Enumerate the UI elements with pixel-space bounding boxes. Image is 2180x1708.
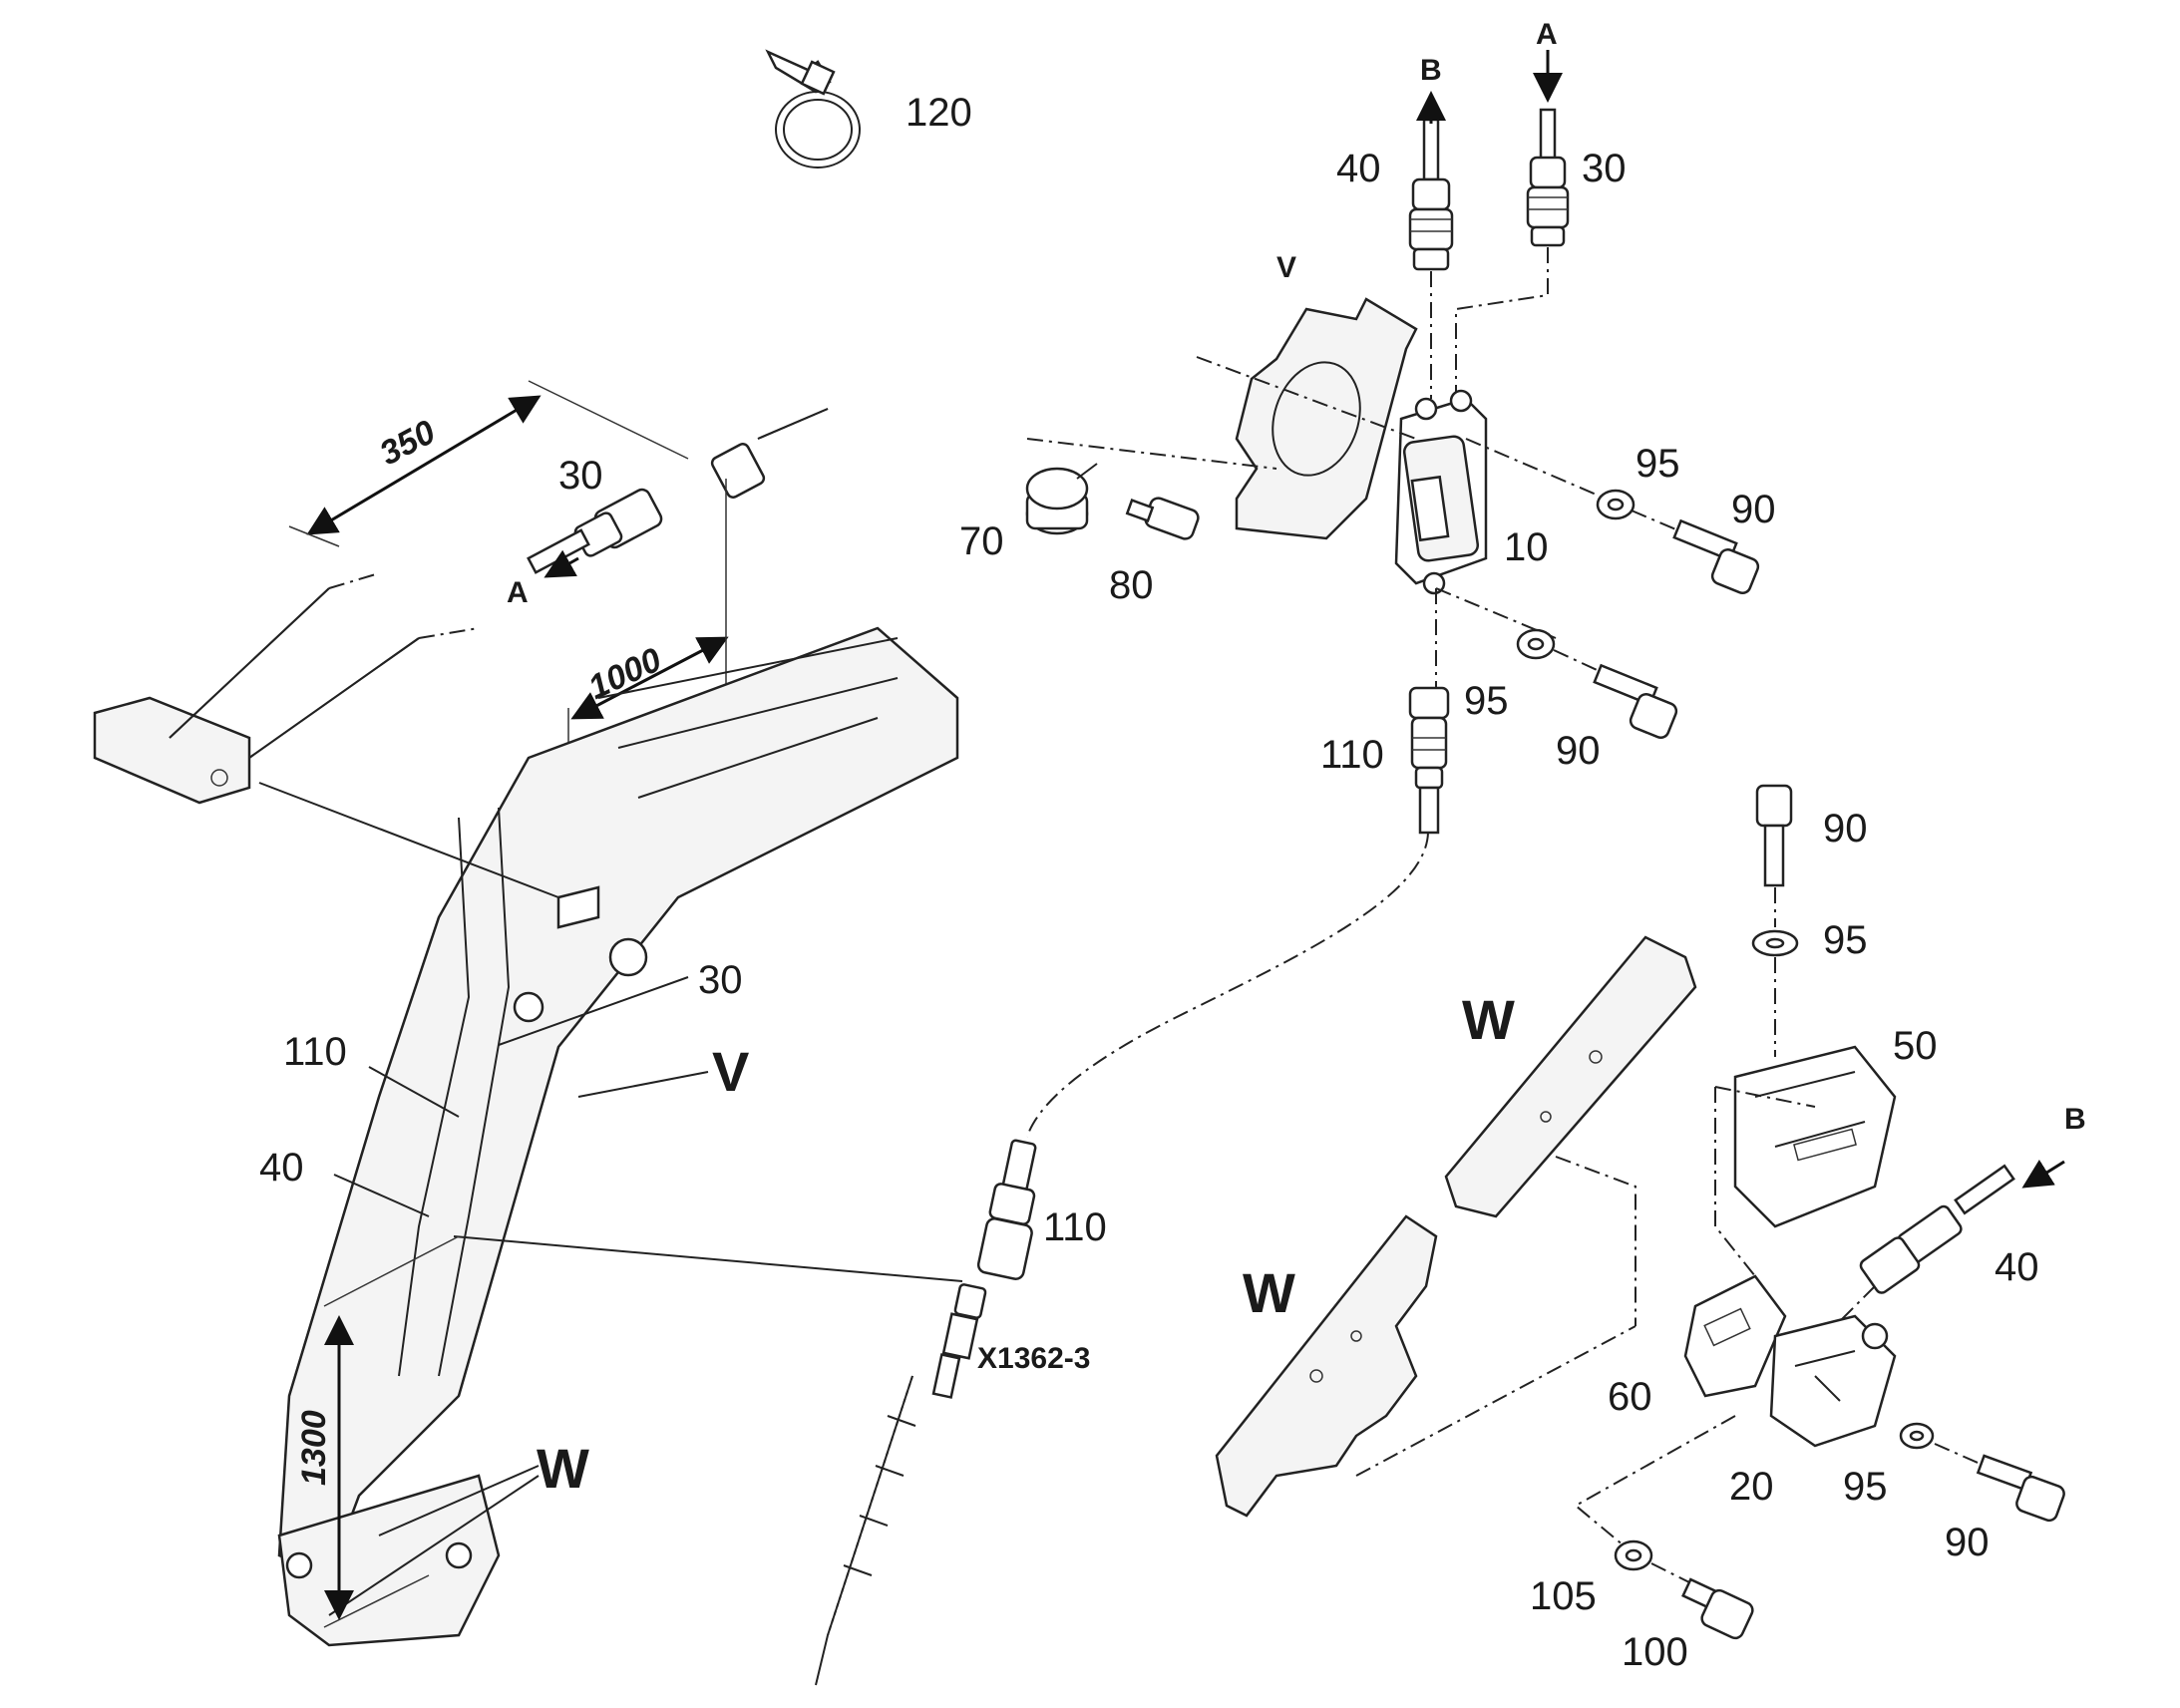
connector-30-left [527, 488, 663, 574]
dimension-1300: 1300 [295, 1410, 333, 1486]
sensor-20 [1769, 1314, 1897, 1448]
label-90-b: 90 [1556, 729, 1601, 773]
label-40-right: 40 [1995, 1245, 2039, 1289]
arrow-a-left-label: A [507, 576, 529, 609]
washer-95-c [1751, 929, 1799, 957]
view-v-small-label: V [1276, 251, 1296, 284]
corrugated-cable [815, 1375, 916, 1686]
control-box-10 [1394, 389, 1488, 595]
clip-70 [1025, 463, 1098, 535]
label-95-a: 95 [1635, 442, 1680, 486]
label-90-c: 90 [1823, 807, 1868, 851]
label-40-boom: 40 [259, 1146, 304, 1190]
washer-95-a [1596, 489, 1635, 520]
label-80: 80 [1109, 563, 1154, 607]
spring-assembly [169, 572, 480, 759]
arrow-b-right-label: B [2064, 1103, 2086, 1136]
label-110-a: 110 [1320, 733, 1384, 777]
label-95-d: 95 [1843, 1465, 1888, 1509]
label-95-b: 95 [1464, 679, 1509, 723]
connector-110-b [976, 1139, 1037, 1280]
view-w-left-label: W [1243, 1261, 1295, 1324]
dimension-1000: 1000 [582, 641, 667, 707]
label-30-boom: 30 [698, 958, 743, 1002]
label-95-c: 95 [1823, 918, 1868, 962]
screw-90-c [1755, 784, 1793, 887]
label-70: 70 [959, 519, 1004, 563]
plate-w-lower [1215, 1214, 1438, 1518]
connector-110-a [1408, 686, 1450, 835]
label-20: 20 [1729, 1465, 1774, 1509]
arrow-a-top-label: A [1536, 18, 1558, 51]
view-w-top-label: W [1462, 988, 1515, 1051]
cable-tie-120 [765, 49, 861, 169]
label-30-top: 30 [1582, 147, 1627, 190]
label-50: 50 [1893, 1024, 1938, 1068]
screw-90-a [1672, 518, 1760, 595]
washer-95-b [1516, 628, 1556, 660]
label-40-top: 40 [1336, 147, 1381, 190]
connector-x1362-3 [931, 1283, 987, 1399]
label-100: 100 [1622, 1630, 1688, 1674]
connector-x1362-3-label: X1362-3 [977, 1342, 1090, 1375]
label-30-left: 30 [558, 454, 603, 498]
connector-40-right [1859, 1164, 2015, 1294]
bracket-50 [1733, 1045, 1897, 1228]
washer-95-d [1899, 1422, 1935, 1450]
mounting-plate-v [1235, 297, 1418, 540]
sensor-block [93, 696, 251, 805]
label-120: 120 [906, 91, 972, 135]
screw-100 [1681, 1577, 1754, 1640]
connector-30-top [1526, 108, 1570, 247]
label-105: 105 [1530, 1574, 1597, 1618]
label-110-b: 110 [1043, 1205, 1107, 1249]
connector-mating-left [710, 408, 829, 499]
connector-40-top [1408, 118, 1454, 271]
label-90-d: 90 [1945, 1521, 1990, 1564]
screw-90-d [1976, 1454, 2065, 1523]
dimension-350: 350 [374, 413, 442, 473]
screw-90-b [1593, 663, 1678, 740]
view-w-boom-label: W [537, 1437, 589, 1500]
label-110-boom: 110 [283, 1030, 347, 1074]
plate-w-upper [1444, 935, 1697, 1218]
arrow-b-top-label: B [1420, 54, 1442, 87]
label-60: 60 [1608, 1375, 1652, 1419]
label-90-a: 90 [1731, 488, 1776, 531]
screw-80 [1125, 497, 1200, 540]
holder-60 [1683, 1274, 1787, 1398]
view-v-boom-label: V [712, 1040, 749, 1103]
label-10: 10 [1504, 525, 1549, 569]
washer-105 [1614, 1539, 1653, 1571]
boom-arm [277, 626, 959, 1577]
